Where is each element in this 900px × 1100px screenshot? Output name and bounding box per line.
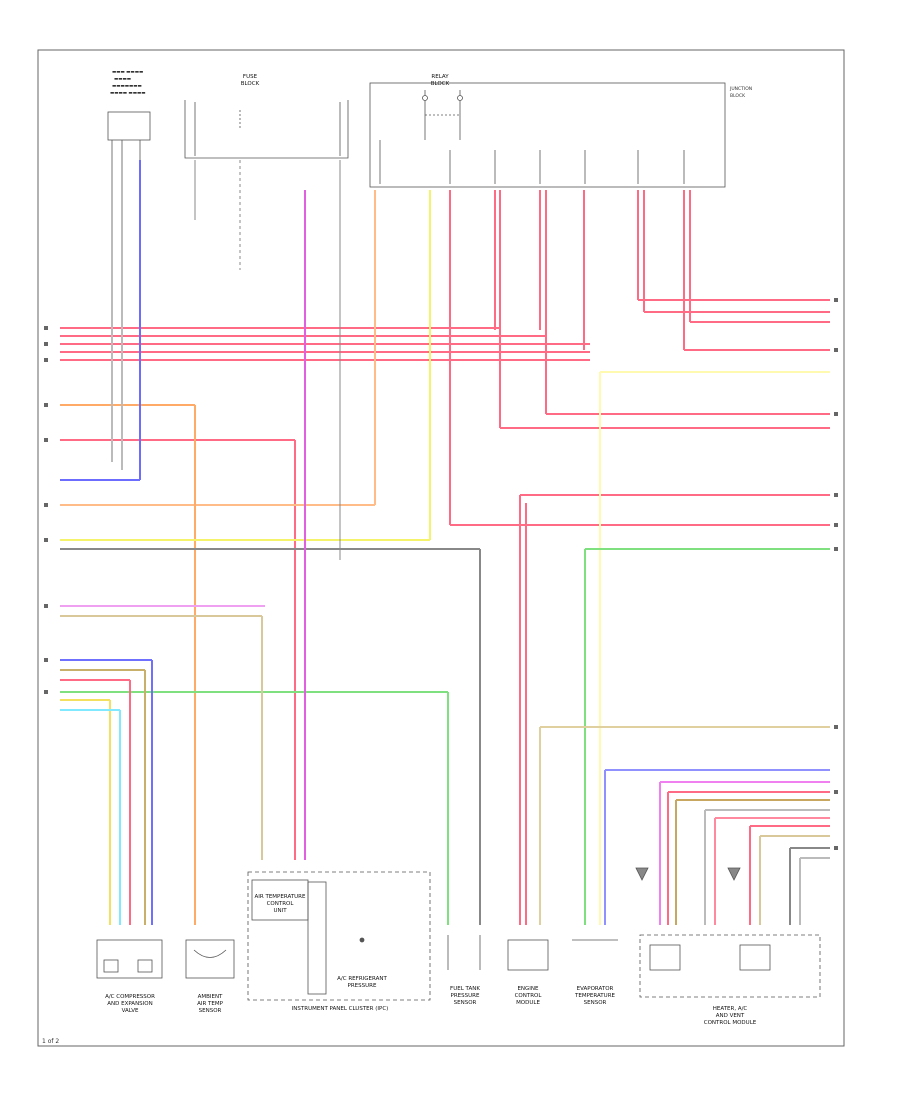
fuel-sensor-caption-3: SENSOR [454, 1000, 477, 1006]
relay-block-caption-1: RELAY [431, 74, 449, 80]
left-connector-ticks [44, 326, 48, 694]
evap-sensor-caption-2: TEMPERATURE [574, 993, 616, 999]
relay-block [369, 82, 726, 188]
engine-module-box [507, 939, 549, 971]
fuse-block-caption-2: BLOCK [241, 81, 260, 87]
relay-block-caption-2: BLOCK [431, 81, 450, 87]
ac-compressor-box [96, 939, 163, 979]
svg-text:JUNCTION: JUNCTION [729, 86, 752, 92]
fuel-sensor [447, 935, 481, 970]
ipc-module-caption-1: AIR TEMPERATURE [255, 894, 306, 900]
evap-sensor-caption-1: EVAPORATOR [577, 986, 614, 992]
refrigerant-sensor-caption-2: PRESSURE [348, 983, 377, 989]
fuse-block [184, 100, 349, 159]
svg-text:BLOCK: BLOCK [730, 93, 746, 99]
svg-text:▬▬▬▬ ▬▬▬▬: ▬▬▬▬ ▬▬▬▬ [110, 91, 145, 96]
fuse-block-caption-1: FUSE [243, 74, 258, 80]
ipc-module-caption-3: UNIT [273, 908, 287, 914]
junction-block-label: JUNCTION BLOCK [729, 86, 752, 99]
ambient-sensor-caption-3: SENSOR [199, 1008, 222, 1014]
ac-compressor-caption-3: VALVE [122, 1008, 139, 1014]
right-connector-ticks [834, 298, 838, 850]
ambient-sensor-caption-1: AMBIENT [198, 994, 223, 1000]
ambient-sensor-caption-2: AIR TEMP [197, 1001, 224, 1007]
engine-module-caption-2: CONTROL [515, 993, 543, 999]
top-left-switch [107, 111, 151, 160]
diagram-frame [37, 49, 845, 1047]
svg-text:▬▬▬▬▬▬▬: ▬▬▬▬▬▬▬ [112, 84, 142, 89]
top-left-label: ▬▬▬ ▬▬▬▬ ▬▬▬▬ ▬▬▬▬▬▬▬ ▬▬▬▬ ▬▬▬▬ [110, 70, 145, 96]
hvac-caption-3: CONTROL MODULE [704, 1020, 757, 1026]
fuel-sensor-caption-1: FUEL TANK [450, 986, 480, 992]
hvac-module-box [635, 867, 821, 998]
page-number: 1 of 2 [42, 1038, 59, 1045]
fuel-sensor-caption-2: PRESSURE [451, 993, 480, 999]
ambient-sensor-box [185, 939, 235, 979]
ipc-box [247, 871, 431, 1001]
wire-harness [60, 160, 830, 925]
ac-compressor-caption-2: AND EXPANSION [107, 1001, 153, 1007]
refrigerant-sensor-caption-1: A/C REFRIGERANT [337, 976, 387, 982]
svg-text:▬▬▬ ▬▬▬▬: ▬▬▬ ▬▬▬▬ [112, 70, 143, 75]
evap-sensor-caption-3: SENSOR [584, 1000, 607, 1006]
svg-text:▬▬▬▬: ▬▬▬▬ [114, 77, 131, 82]
hvac-caption-2: AND VENT [716, 1013, 745, 1019]
engine-module-caption-1: ENGINE [517, 986, 539, 992]
engine-module-caption-3: MODULE [516, 1000, 540, 1006]
ipc-module-caption-2: CONTROL [267, 901, 295, 907]
ipc-caption: INSTRUMENT PANEL CLUSTER (IPC) [292, 1006, 389, 1012]
ac-compressor-caption-1: A/C COMPRESSOR [105, 994, 155, 1000]
hvac-caption-1: HEATER, A/C [713, 1006, 748, 1012]
